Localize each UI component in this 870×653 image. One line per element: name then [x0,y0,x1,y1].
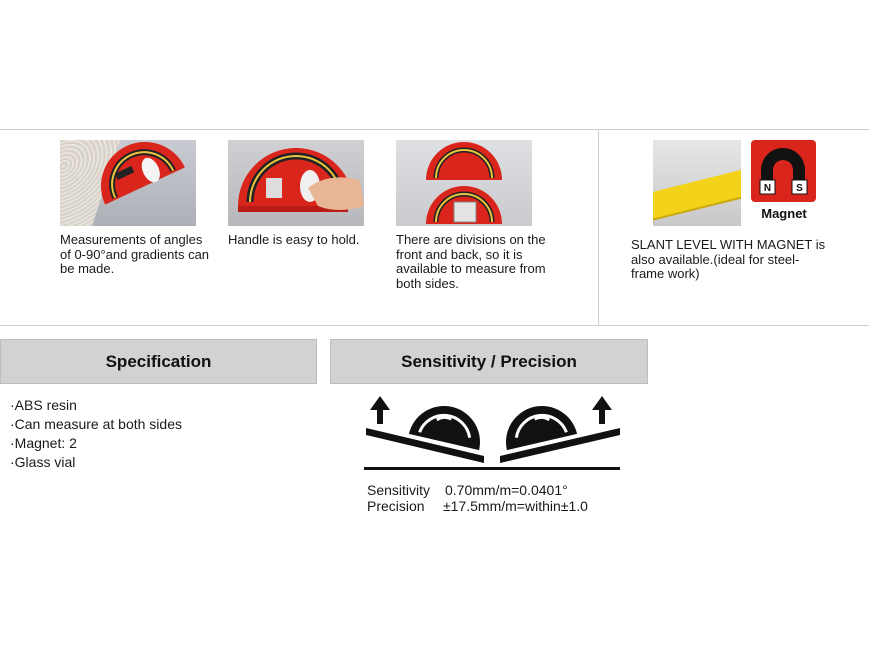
slant-level-image [101,142,185,205]
magnet-icon: N S [751,140,816,202]
sensitivity-label: Sensitivity [367,482,431,498]
feature-strip: Measurements of angles of 0-90°and gradi… [0,129,869,326]
feature-handle: Handle is easy to hold. [228,140,378,248]
hand-holding-level-image [238,148,364,212]
spec-item: ·ABS resin [10,397,77,413]
front-and-back-image [426,142,502,224]
magnet-label: Magnet [761,206,807,221]
specification-list: ·ABS resin ·Can measure at both sides ·M… [10,396,182,472]
south-pole-label: S [796,183,803,194]
baseline [364,467,620,470]
left-tilted-level [366,406,484,463]
up-arrow-icon [592,396,612,424]
spec-item: ·Magnet: 2 [10,435,77,451]
feature-caption: Measurements of angles of 0-90°and gradi… [60,232,210,276]
product-photo-angles [60,140,196,226]
feature-both-sides: There are divisions on the front and bac… [396,140,546,291]
spec-item: ·Glass vial [10,454,76,470]
feature-caption: There are divisions on the front and bac… [396,232,546,291]
feature-angles: Measurements of angles of 0-90°and gradi… [60,140,210,277]
sensitivity-values: Sensitivity 0.70mm/m=0.0401° Precision ±… [367,482,588,514]
specification-header: Specification [0,339,317,384]
sensitivity-value: 0.70mm/m=0.0401° [445,482,568,498]
precision-value: ±17.5mm/m=within±1.0 [443,498,588,514]
north-pole-label: N [764,183,771,194]
precision-label: Precision [367,498,425,514]
right-tilted-level [500,406,620,463]
product-photo-both-sides [396,140,532,226]
related-caption: SLANT LEVEL WITH MAGNET is also availabl… [631,237,826,281]
spec-item: ·Can measure at both sides [10,416,182,432]
up-arrow-icon [370,396,390,424]
yellow-level-image [653,167,741,219]
column-divider [598,130,599,325]
sensitivity-diagram [364,396,620,470]
product-photo-handle [228,140,364,226]
sensitivity-row: Sensitivity 0.70mm/m=0.0401° [367,482,588,498]
magnet-level-photo [653,140,741,226]
feature-caption: Handle is easy to hold. [228,232,360,247]
precision-row: Precision ±17.5mm/m=within±1.0 [367,498,588,514]
sensitivity-header: Sensitivity / Precision [330,339,648,384]
